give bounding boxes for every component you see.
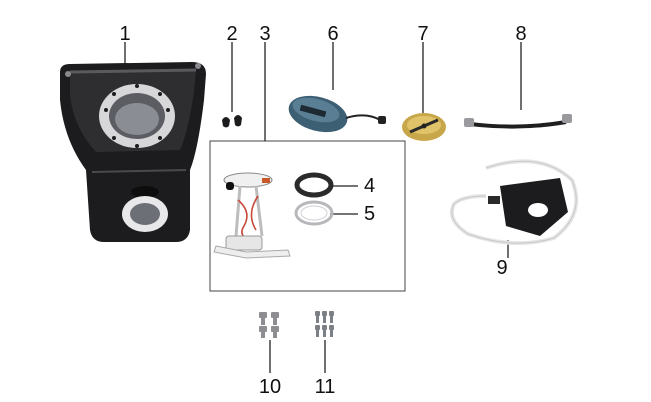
callout-11: 11	[315, 376, 336, 398]
callout-10: 10	[259, 376, 281, 398]
assembly-frame	[209, 140, 406, 292]
fuel-tank-illustration	[60, 62, 206, 242]
callout-8: 8	[515, 23, 526, 45]
evap-tube-illustration	[449, 159, 579, 246]
retaining-ring-illustration	[294, 200, 334, 226]
callout-6: 6	[327, 23, 338, 45]
callout-4: 4	[364, 175, 375, 197]
rubber-clips-illustration	[222, 115, 242, 128]
callout-labels: 1 2 3 4 5 6 7 8 9 10 11	[119, 23, 526, 398]
cap-plate-illustration	[402, 113, 446, 141]
fuel-pump-illustration	[213, 172, 291, 259]
o-ring-illustration	[294, 172, 334, 198]
callout-3: 3	[259, 23, 270, 45]
callout-9: 9	[496, 257, 507, 279]
fuel-cap-illustration	[288, 95, 386, 133]
callout-1: 1	[119, 23, 130, 45]
callout-5: 5	[364, 203, 375, 225]
screws-illustration	[315, 311, 334, 337]
callout-2: 2	[226, 23, 237, 45]
callout-7: 7	[417, 23, 428, 45]
fuel-hose-illustration	[464, 114, 572, 129]
bolts-illustration	[259, 312, 279, 338]
